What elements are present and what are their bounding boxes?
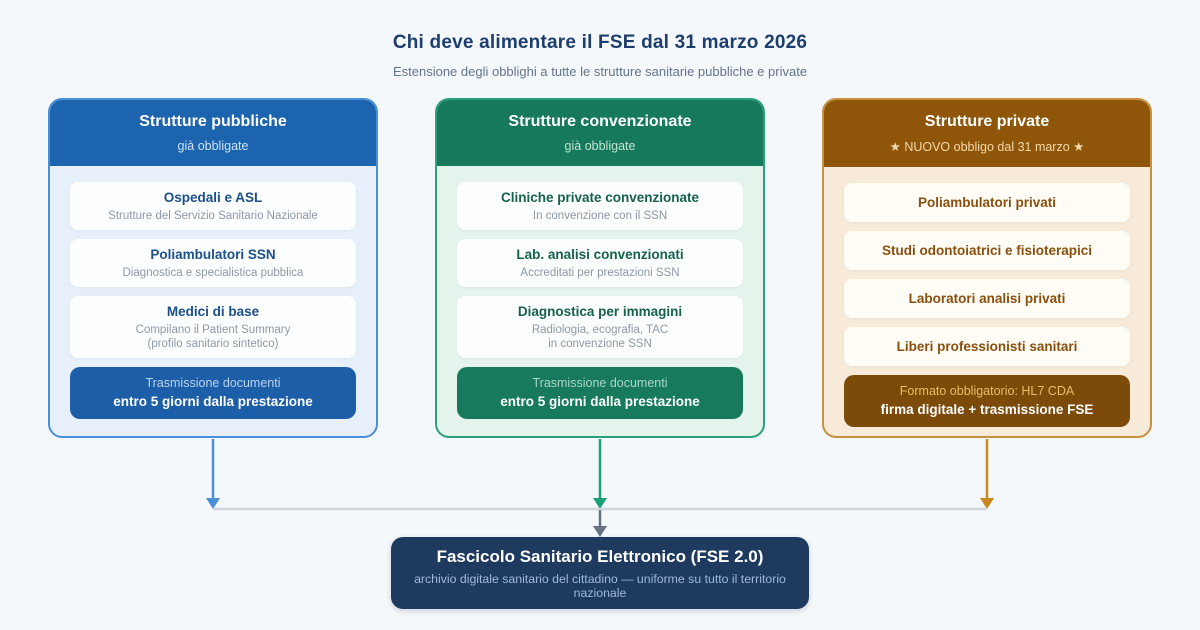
- card-subtitle: Compilano il Patient Summary: [135, 324, 291, 336]
- deadline-value: entro 5 giorni dalla prestazione: [500, 394, 700, 409]
- card-subtitle: Accreditati per prestazioni SSN: [520, 267, 680, 279]
- card-liberi-professionisti: Liberi professionisti sanitari: [844, 327, 1130, 366]
- arrow-public-blue: [206, 439, 220, 509]
- column-strutture-convenzionate: Strutture convenzionate già obbligate Cl…: [435, 98, 765, 438]
- new-obligation-badge: ★ NUOVO obbligo dal 31 marzo ★: [889, 140, 1085, 154]
- card-subtitle: In convenzione con il SSN: [532, 210, 668, 222]
- fse-result-box: Fascicolo Sanitario Elettronico (FSE 2.0…: [391, 537, 809, 609]
- card-title: Studi odontoiatrici e fisioterapici: [881, 243, 1093, 258]
- card-medici-di-base: Medici di base Compilano il Patient Summ…: [70, 296, 356, 358]
- card-title: Cliniche private convenzionate: [500, 190, 700, 205]
- format-label: Formato obbligatorio: HL7 CDA: [899, 384, 1075, 398]
- card-title: Lab. analisi convenzionati: [516, 247, 684, 262]
- deadline-label: Trasmissione documenti: [532, 376, 668, 390]
- column-title: Strutture pubbliche: [139, 113, 287, 130]
- card-poliambulatori-ssn: Poliambulatori SSN Diagnostica e special…: [70, 239, 356, 287]
- deadline-value: entro 5 giorni dalla prestazione: [113, 394, 313, 409]
- card-diagnostica-immagini: Diagnostica per immagini Radiologia, eco…: [457, 296, 743, 358]
- column-body: Poliambulatori privati Studi odontoiatri…: [824, 167, 1150, 436]
- column-title: Strutture convenzionate: [508, 113, 692, 130]
- column-header-private: Strutture private ★ NUOVO obbligo dal 31…: [824, 100, 1150, 167]
- page-header: Chi deve alimentare il FSE dal 31 marzo …: [0, 32, 1200, 79]
- column-strutture-pubbliche: Strutture pubbliche già obbligate Ospeda…: [48, 98, 378, 438]
- deadline-label: Trasmissione documenti: [145, 376, 281, 390]
- column-body: Ospedali e ASL Strutture del Servizio Sa…: [50, 166, 376, 436]
- card-subtitle-line2: in convenzione SSN: [548, 338, 652, 350]
- arrow-private-orange: [980, 439, 994, 509]
- column-body: Cliniche private convenzionate In conven…: [437, 166, 763, 436]
- deadline-banner-pubbliche: Trasmissione documenti entro 5 giorni da…: [70, 367, 356, 419]
- page-title: Chi deve alimentare il FSE dal 31 marzo …: [392, 32, 808, 53]
- card-subtitle: Diagnostica e specialistica pubblica: [122, 267, 304, 279]
- columns-row: Strutture pubbliche già obbligate Ospeda…: [48, 98, 1152, 438]
- column-status-badge: già obbligate: [564, 139, 636, 153]
- column-strutture-private: Strutture private ★ NUOVO obbligo dal 31…: [822, 98, 1152, 438]
- card-title: Poliambulatori SSN: [150, 247, 276, 262]
- card-title: Liberi professionisti sanitari: [896, 339, 1078, 354]
- card-laboratori-analisi-privati: Laboratori analisi privati: [844, 279, 1130, 318]
- deadline-banner-convenzionate: Trasmissione documenti entro 5 giorni da…: [457, 367, 743, 419]
- card-poliambulatori-privati: Poliambulatori privati: [844, 183, 1130, 222]
- arrow-to-fse-gray: [593, 510, 607, 537]
- card-subtitle-line2: (profilo sanitario sintetico): [147, 338, 279, 350]
- fse-title: Fascicolo Sanitario Elettronico (FSE 2.0…: [436, 546, 764, 566]
- card-title: Laboratori analisi privati: [908, 291, 1066, 306]
- arrow-convention-green: [593, 439, 607, 509]
- fse-description: archivio digitale sanitario del cittadin…: [414, 571, 786, 600]
- column-header-convenzionate: Strutture convenzionate già obbligate: [437, 100, 763, 166]
- column-title: Strutture private: [924, 113, 1050, 130]
- card-subtitle: Radiologia, ecografia, TAC: [531, 324, 669, 336]
- card-title: Ospedali e ASL: [163, 190, 263, 205]
- page-subtitle: Estensione degli obblighi a tutte le str…: [392, 64, 808, 79]
- card-title: Diagnostica per immagini: [517, 304, 683, 319]
- column-status-badge: già obbligate: [177, 139, 249, 153]
- format-value: firma digitale + trasmissione FSE: [880, 402, 1094, 417]
- format-banner-private: Formato obbligatorio: HL7 CDA firma digi…: [844, 375, 1130, 427]
- card-title: Medici di base: [166, 304, 260, 319]
- card-ospedali-asl: Ospedali e ASL Strutture del Servizio Sa…: [70, 182, 356, 230]
- card-subtitle: Strutture del Servizio Sanitario Naziona…: [108, 210, 318, 222]
- card-title: Poliambulatori privati: [917, 195, 1057, 210]
- card-studi-odontoiatrici: Studi odontoiatrici e fisioterapici: [844, 231, 1130, 270]
- card-lab-analisi-convenzionati: Lab. analisi convenzionati Accreditati p…: [457, 239, 743, 287]
- card-cliniche-convenzionate: Cliniche private convenzionate In conven…: [457, 182, 743, 230]
- column-header-pubbliche: Strutture pubbliche già obbligate: [50, 100, 376, 166]
